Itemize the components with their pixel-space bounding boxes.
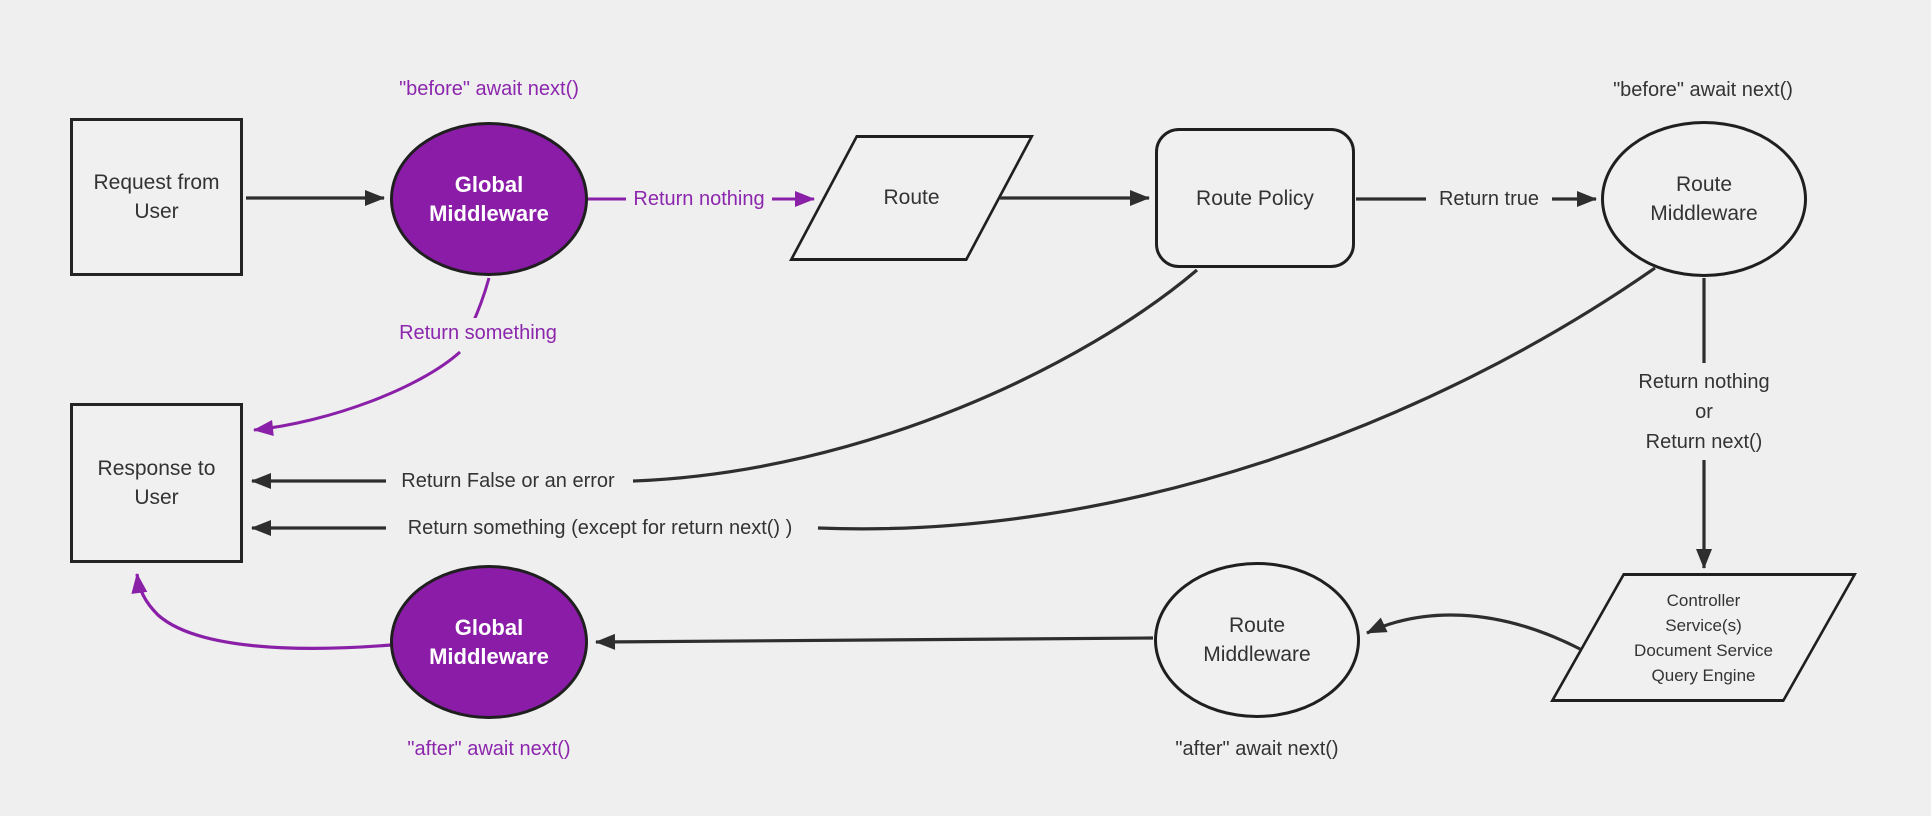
edge-global-middleware-bottom-to-response [131, 573, 392, 650]
label-after-await-next-route: "after" await next() [1172, 734, 1342, 764]
edge-route-policy-to-return-false [632, 268, 1199, 483]
label-before-await-next-route: "before" await next() [1610, 75, 1796, 105]
edge-return-something-to-response [253, 350, 462, 436]
edge-route-middleware-to-return-something-except [817, 266, 1656, 531]
node-controller-services: Controller Service(s) Document Service Q… [1550, 573, 1857, 702]
label-return-something-except: Return something (except for return next… [404, 513, 796, 543]
label-return-false-or-error: Return False or an error [398, 466, 618, 496]
node-route-middleware-bottom: Route Middleware [1154, 562, 1360, 718]
edge-controller-to-route-middleware-bottom [1366, 613, 1583, 652]
node-global-middleware-bottom: Global Middleware [390, 565, 588, 719]
node-controller-services-label: Controller Service(s) Document Service Q… [1634, 590, 1773, 685]
label-return-nothing-or-next: Return nothing or Return next() [1635, 367, 1773, 457]
label-before-await-next-global: "before" await next() [396, 74, 582, 104]
node-route-label: Route [883, 186, 940, 209]
label-return-something: Return something [396, 318, 560, 348]
label-return-nothing: Return nothing [630, 184, 768, 214]
node-route: Route [789, 135, 1034, 261]
node-global-middleware-top: Global Middleware [390, 122, 588, 276]
node-response-to-user: Response to User [70, 403, 243, 563]
edge-route-middleware-bottom-to-global-middleware-bottom [595, 633, 1154, 650]
node-request-from-user: Request from User [70, 118, 243, 276]
label-return-true: Return true [1435, 184, 1543, 214]
node-route-policy: Route Policy [1155, 128, 1355, 268]
label-after-await-next-global: "after" await next() [404, 734, 574, 764]
node-route-middleware-top: Route Middleware [1601, 121, 1807, 277]
